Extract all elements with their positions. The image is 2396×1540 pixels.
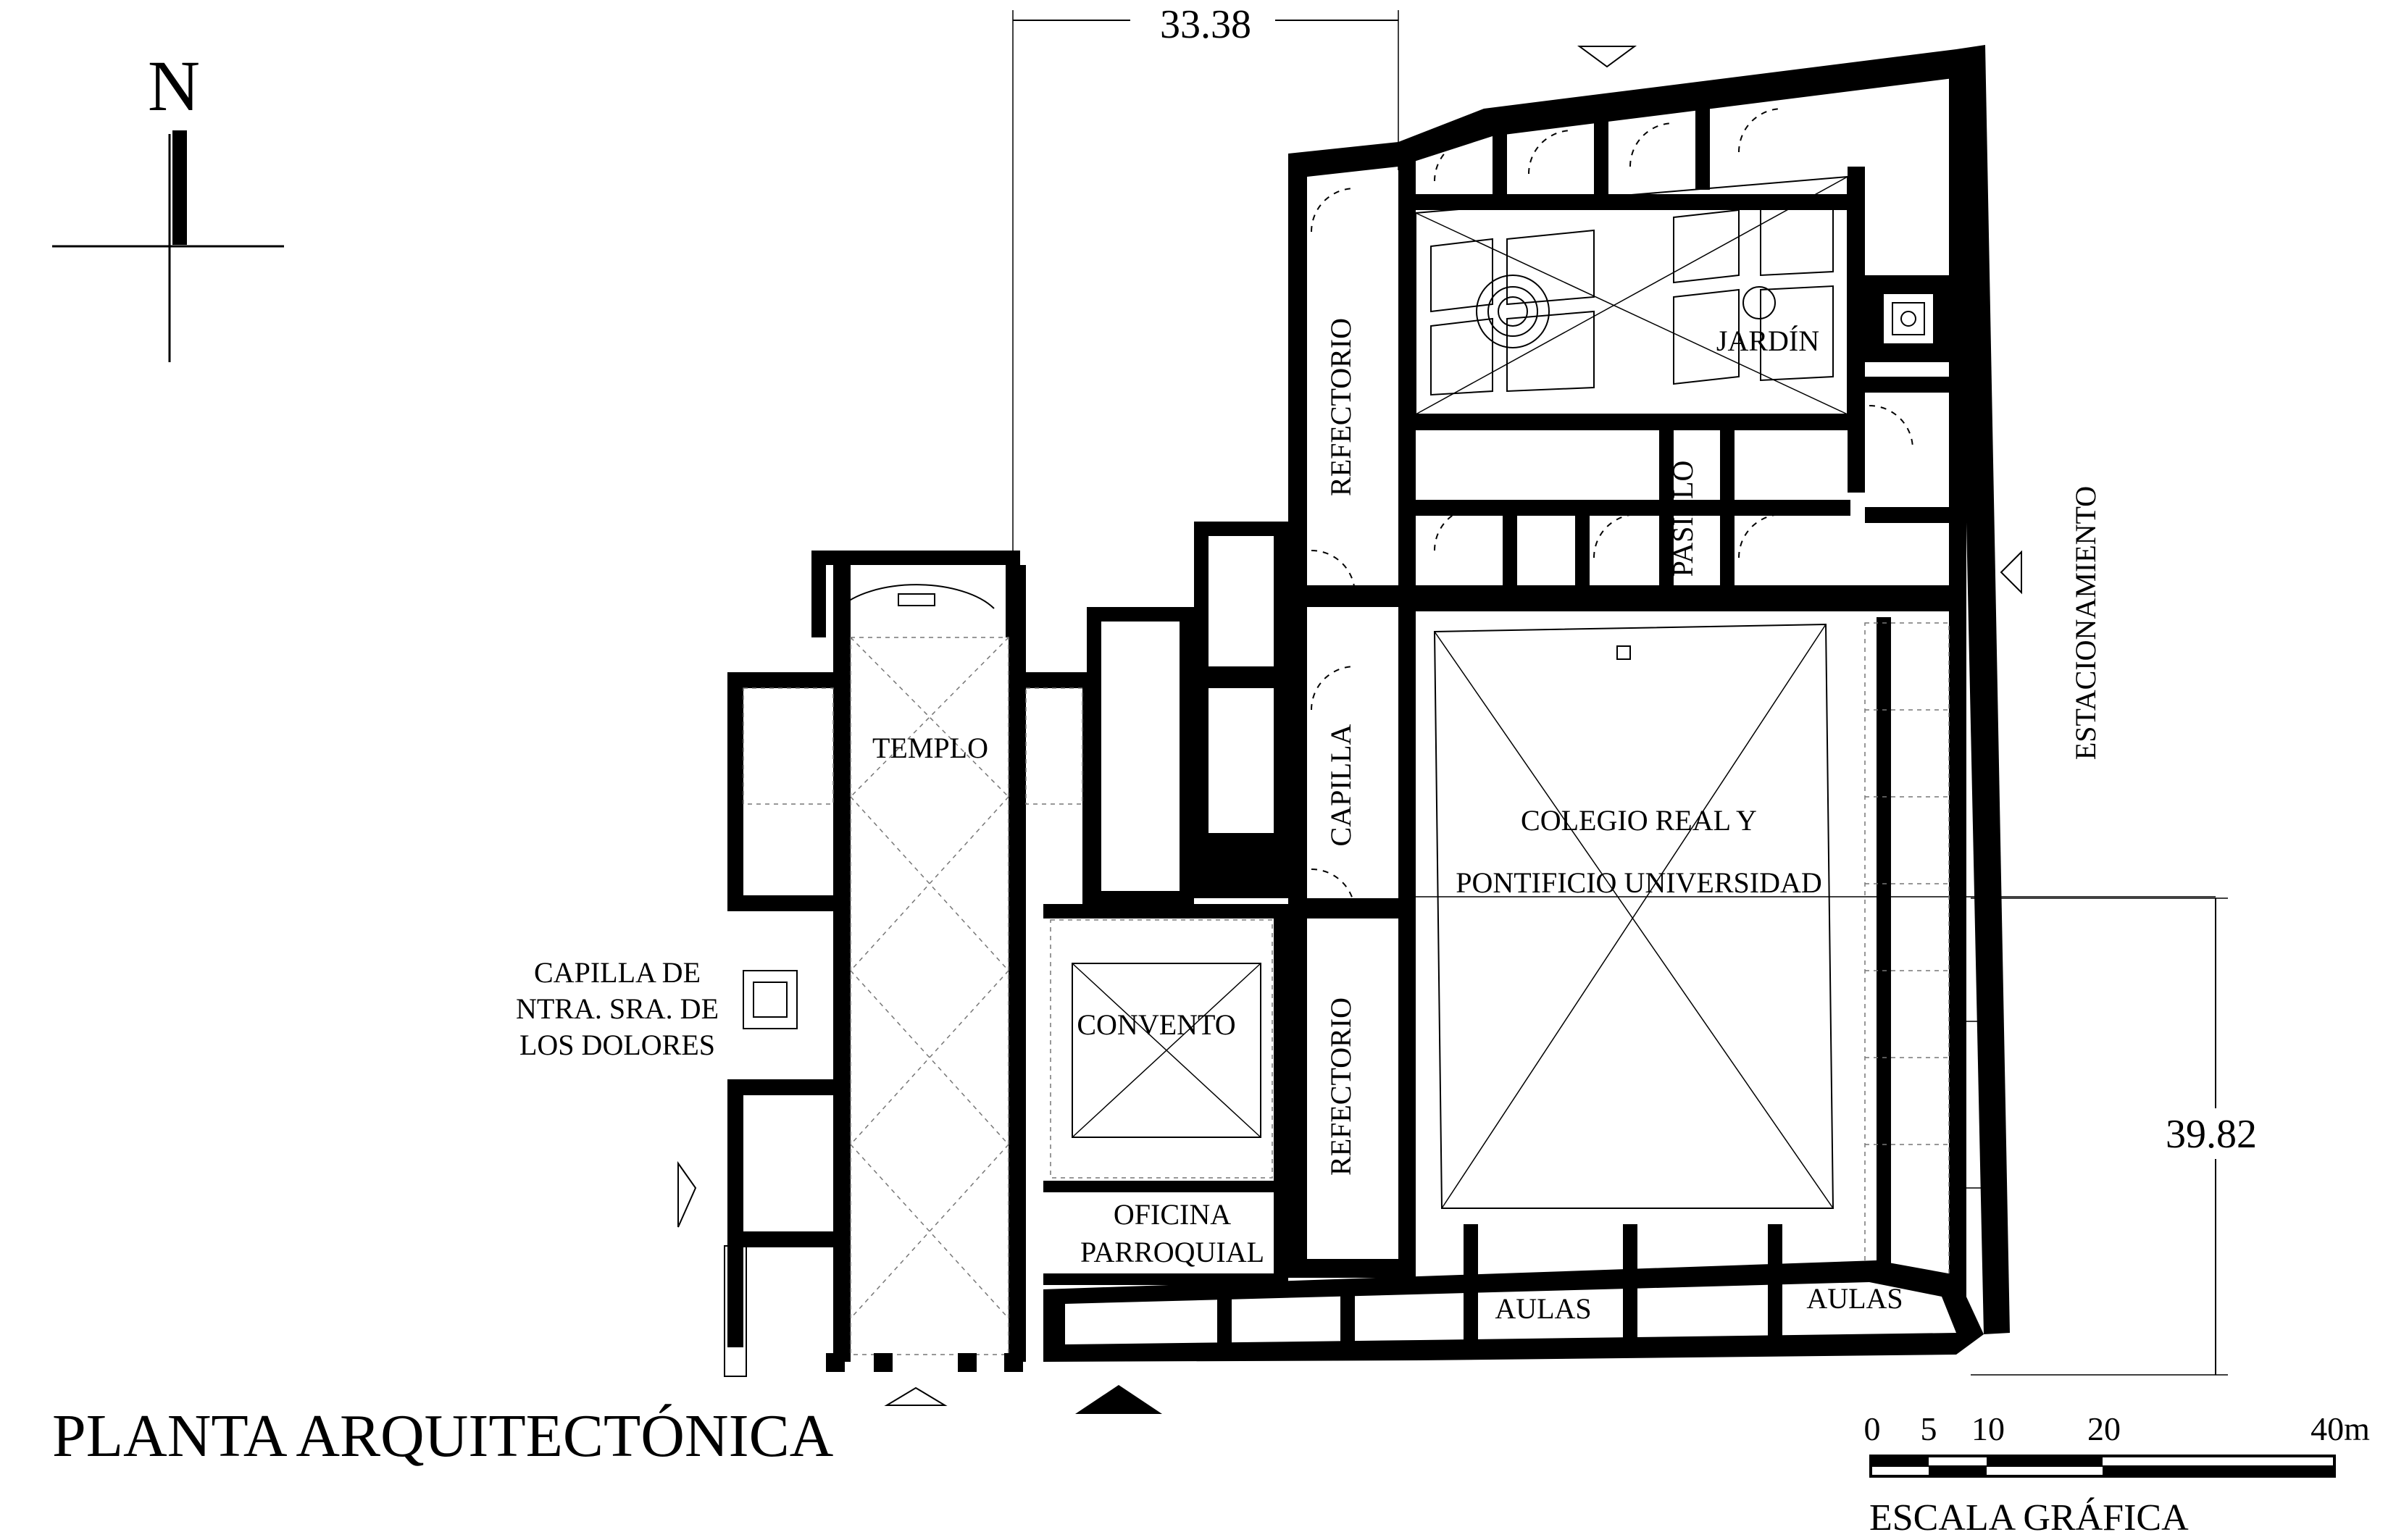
dimension-line-right <box>1971 897 2289 1376</box>
dimension-top-value: 33.38 <box>1160 2 1251 47</box>
scale-caption: ESCALA GRÁFICA <box>1869 1497 2189 1539</box>
dimension-line-top <box>1012 3 1399 572</box>
scale-tick-40: 40m <box>2311 1410 2370 1447</box>
label-pasillo: PASILLO <box>1666 461 1699 577</box>
vault-arcs <box>1311 108 1913 913</box>
label-oficina-line2: PARROQUIAL <box>1080 1236 1264 1268</box>
label-aulas-west: AULAS <box>1495 1292 1591 1325</box>
templo-vault-pattern <box>850 637 1009 1355</box>
altar-icon <box>743 970 798 1029</box>
convento-walls <box>1043 522 1288 1295</box>
label-jardin: JARDÍN <box>1716 325 1819 357</box>
main-courtyard <box>1416 623 2216 1209</box>
plan-title: PLANTA ARQUITECTÓNICA <box>52 1402 834 1470</box>
label-capilla-dolores-line2: NTRA. SRA. DE <box>516 992 719 1025</box>
label-capilla-dolores-line3: LOS DOLORES <box>519 1029 715 1061</box>
access-marker-icons <box>677 46 2022 1414</box>
dimension-right-value: 39.82 <box>2166 1112 2257 1157</box>
label-templo: TEMPLO <box>872 732 988 764</box>
scale-tick-0: 0 <box>1864 1410 1881 1447</box>
north-wing-walls <box>1288 45 2010 1334</box>
label-estacionamiento: ESTACIONAMIENTO <box>2069 486 2102 760</box>
convento-cloister <box>1050 919 1273 1179</box>
label-refectorio-south: REFECTORIO <box>1324 997 1357 1176</box>
scale-tick-20: 20 <box>2087 1410 2121 1447</box>
label-oficina-line1: OFICINA <box>1114 1198 1231 1231</box>
label-colegio-line1: COLEGIO REAL Y <box>1521 804 1757 837</box>
label-capilla-dolores-line1: CAPILLA DE <box>534 956 701 989</box>
graphic-scale-bar <box>1869 1455 2336 1478</box>
north-letter: N <box>148 46 200 126</box>
stair-tower-icon <box>1865 275 1952 362</box>
templo-walls <box>727 551 1098 1362</box>
label-convento: CONVENTO <box>1077 1008 1235 1041</box>
label-colegio-line2: PONTIFICIO UNIVERSIDAD <box>1456 866 1822 899</box>
label-capilla: CAPILLA <box>1324 724 1357 846</box>
label-refectorio-north: REFECTORIO <box>1324 318 1357 496</box>
scale-tick-10: 10 <box>1971 1410 2005 1447</box>
label-aulas-east: AULAS <box>1806 1282 1903 1315</box>
facade-columns <box>724 1245 1023 1377</box>
scale-tick-5: 5 <box>1921 1410 1937 1447</box>
garden-parterre <box>1415 175 1848 415</box>
north-arrow-icon <box>52 130 284 362</box>
